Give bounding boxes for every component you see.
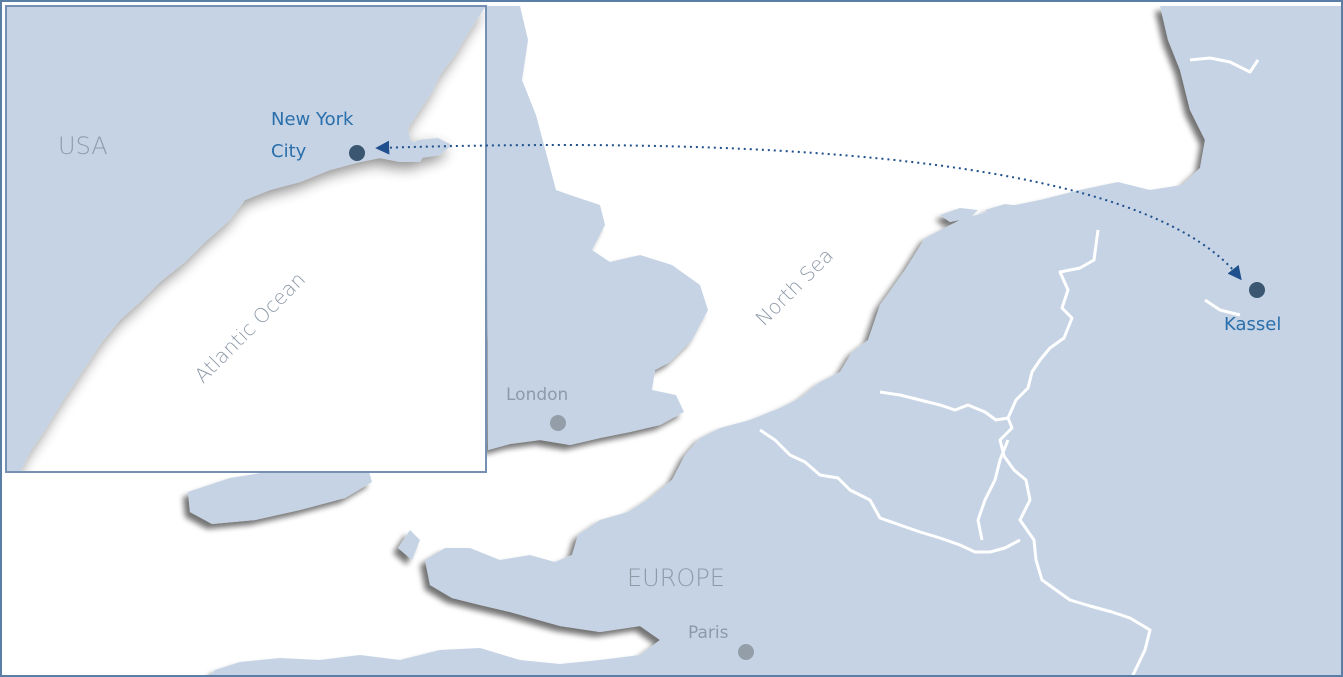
kassel-label: Kassel	[1224, 314, 1281, 335]
new-york-marker	[349, 145, 365, 161]
north-sea-label: North Sea	[751, 243, 838, 330]
london-label: London	[506, 385, 568, 405]
usa-inset	[5, 5, 487, 473]
country-borders	[759, 56, 1260, 677]
paris-marker	[738, 644, 754, 660]
london-marker	[550, 415, 566, 431]
paris-label: Paris	[688, 623, 729, 643]
europe-label: EUROPE	[627, 564, 725, 592]
kassel-marker	[1249, 282, 1265, 298]
new-york-label-line2: City	[271, 141, 307, 162]
new-york-label-line1: New York	[271, 109, 354, 130]
usa-label: USA	[58, 132, 108, 160]
